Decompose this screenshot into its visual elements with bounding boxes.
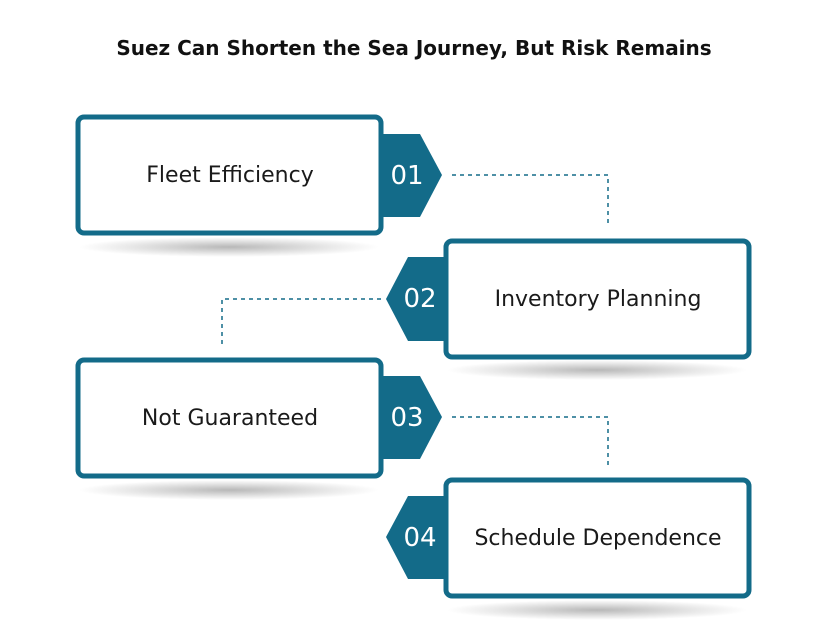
step-badge-3 (381, 376, 442, 459)
step-label-1: Fleet Efficiency (146, 162, 314, 188)
connector-3-4 (452, 416, 609, 465)
step-number-4: 04 (403, 522, 437, 553)
card-shadow-3 (79, 480, 379, 500)
step-label-2: Inventory Planning (494, 286, 702, 312)
card-shadow-2 (447, 360, 747, 380)
step-badge-1 (381, 134, 442, 217)
step-label-4: Schedule Dependence (474, 525, 722, 551)
diagram-title: Suez Can Shorten the Sea Journey, But Ri… (116, 36, 712, 60)
step-badge-2 (386, 257, 446, 341)
step-number-2: 02 (403, 284, 437, 314)
step-badge-4 (386, 496, 446, 579)
step-card-2 (386, 238, 752, 360)
connector-1-2 (452, 174, 609, 223)
card-shadow-1 (79, 237, 379, 257)
step-number-3: 03 (390, 402, 424, 433)
step-number-1: 01 (390, 160, 424, 191)
step-card-4 (386, 477, 752, 599)
connector-2-3 (221, 298, 381, 348)
step-label-3: Not Guaranteed (141, 405, 319, 431)
card-shadow-4 (447, 600, 747, 620)
step-card-3 (75, 357, 442, 479)
step-card-1 (75, 114, 442, 236)
